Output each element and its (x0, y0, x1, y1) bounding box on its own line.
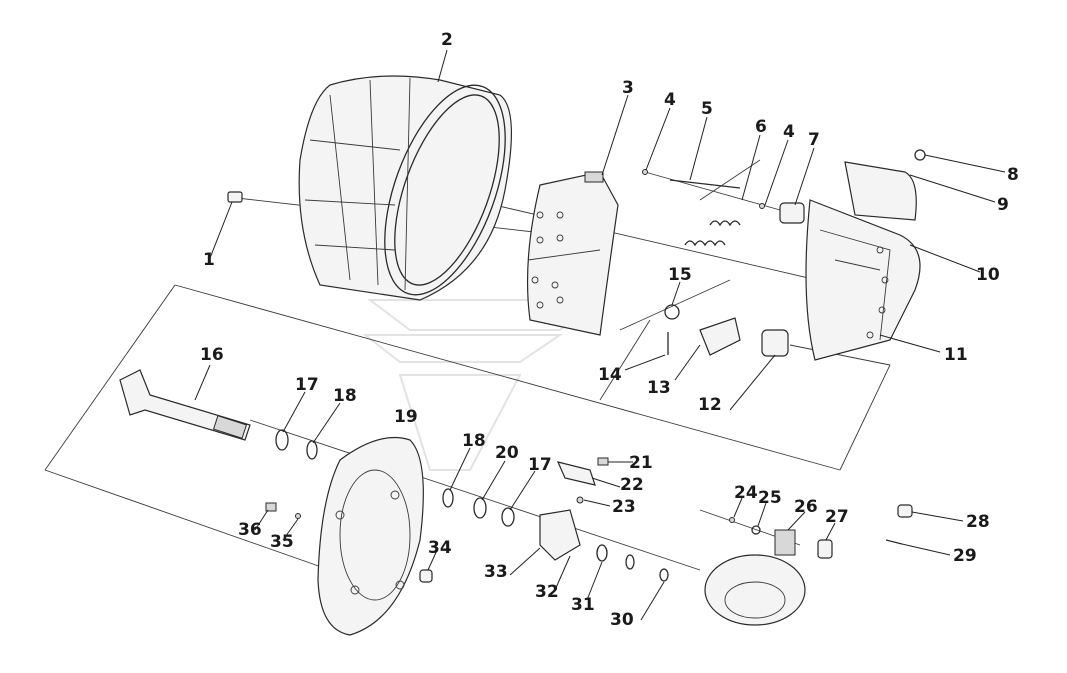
pin-part-24 (729, 517, 735, 523)
leader-lines (194, 49, 1006, 621)
callout-32: 32 (535, 582, 559, 602)
callout-14: 14 (598, 365, 622, 385)
ring-part-30 (659, 568, 669, 582)
callout-3: 3 (622, 78, 634, 98)
callout-5: 5 (701, 99, 713, 119)
callout-36: 36 (238, 520, 262, 540)
callout-13: 13 (647, 378, 671, 398)
roller-part-7 (779, 202, 805, 224)
pin-part-5 (669, 179, 741, 189)
callout-27: 27 (825, 507, 849, 527)
cotter-part-29 (885, 539, 903, 545)
washer-part-17b (501, 507, 515, 527)
washer-part-17a (275, 429, 289, 451)
callout-18a: 18 (333, 386, 357, 406)
callout-31: 31 (571, 595, 595, 615)
pin-part-27 (817, 539, 833, 559)
brake-shoe-right (805, 199, 921, 361)
callout-29: 29 (953, 546, 977, 566)
pin-part-4b (759, 203, 765, 209)
callout-24: 24 (734, 483, 758, 503)
washer-part-18b (442, 488, 454, 508)
callout-28: 28 (966, 512, 990, 532)
callout-12: 12 (698, 395, 722, 415)
callout-19: 19 (394, 407, 418, 427)
callout-25: 25 (758, 488, 782, 508)
bushing-part-12 (761, 329, 789, 357)
callout-35: 35 (270, 532, 294, 552)
callout-33: 33 (484, 562, 508, 582)
bolt-part-36 (265, 502, 277, 512)
brake-shoe-lining-left (526, 171, 619, 336)
callout-34: 34 (428, 538, 452, 558)
callout-20: 20 (495, 443, 519, 463)
bolt-part-1 (209, 191, 243, 259)
callout-6: 6 (755, 117, 767, 137)
anchor-part-13 (699, 317, 741, 356)
callout-26: 26 (794, 497, 818, 517)
slack-adjuster-part-33 (539, 509, 581, 561)
camshaft-part-16 (119, 369, 251, 441)
dust-shield-part-19 (317, 436, 424, 636)
callout-17a: 17 (295, 375, 319, 395)
washer-part-25 (751, 525, 761, 535)
return-springs-part-6 (684, 220, 741, 247)
callout-9: 9 (997, 195, 1009, 215)
callout-10: 10 (976, 265, 1000, 285)
clevis-part-28 (897, 504, 913, 518)
callout-23: 23 (612, 497, 636, 517)
callout-4b: 4 (783, 122, 795, 142)
nut-part-23 (576, 496, 584, 504)
lining-plate-part-9 (844, 161, 917, 221)
callout-21: 21 (629, 453, 653, 473)
callout-22: 22 (620, 475, 644, 495)
bolt-part-21 (597, 457, 609, 466)
callout-15: 15 (668, 265, 692, 285)
callout-7: 7 (808, 130, 820, 150)
washer-part-31 (625, 554, 635, 570)
callout-18b: 18 (462, 431, 486, 451)
callout-17b: 17 (528, 455, 552, 475)
callout-2: 2 (441, 30, 453, 50)
washer-part-15 (664, 304, 680, 320)
washer-part-32 (596, 544, 608, 562)
washer-part-20 (473, 497, 487, 519)
callout-4a: 4 (664, 90, 676, 110)
callout-30: 30 (610, 610, 634, 630)
brake-chamber-part-26 (704, 529, 806, 626)
clip-part-8 (914, 149, 926, 161)
pin-part-4a (642, 169, 648, 175)
plug-part-34 (419, 569, 433, 583)
callout-8: 8 (1007, 165, 1019, 185)
callout-16: 16 (200, 345, 224, 365)
callout-1: 1 (203, 250, 215, 270)
washer-part-18a (306, 440, 318, 460)
callout-11: 11 (944, 345, 968, 365)
washer-part-35 (295, 513, 301, 519)
brake-drum (298, 75, 513, 301)
callout-labels: 1 2 3 4 5 6 4 7 8 9 10 11 12 13 14 15 16… (200, 30, 1019, 630)
watermark (362, 299, 603, 471)
bracket-part-22 (556, 461, 596, 486)
